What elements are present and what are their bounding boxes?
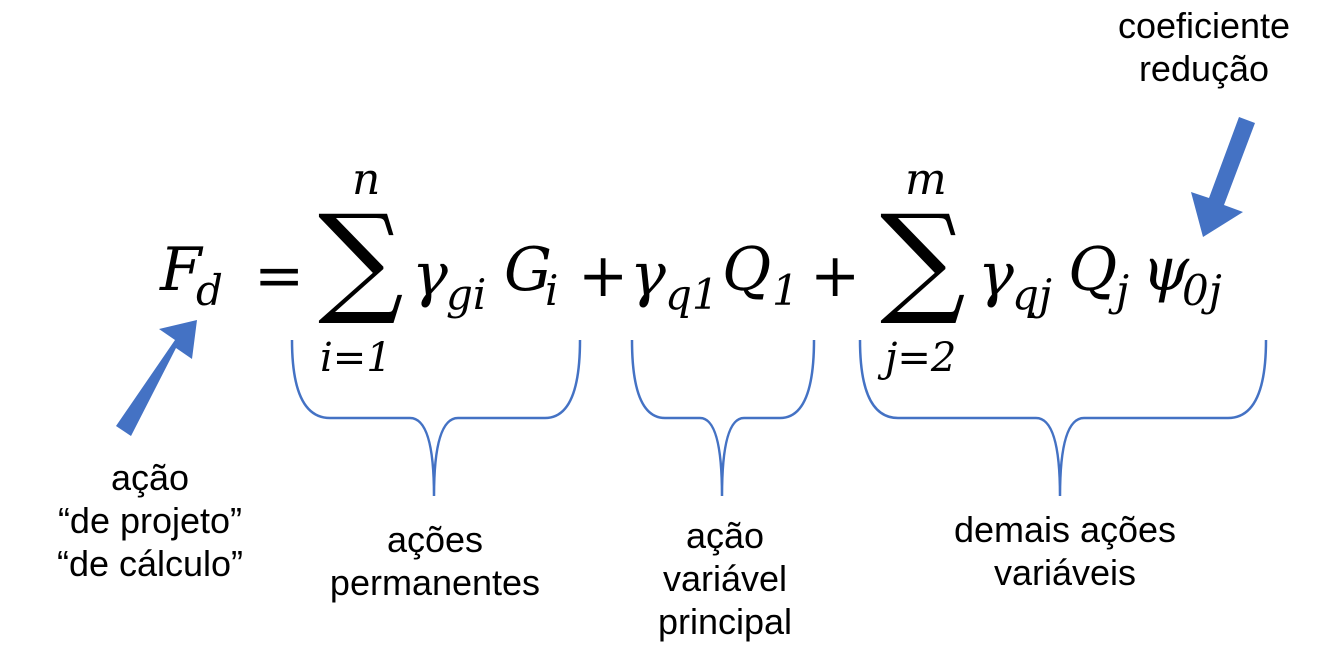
- sum2-sigma: ∑: [880, 190, 966, 329]
- gamma-g-symbol: γ: [412, 240, 448, 310]
- psi-symbol: ψ: [1142, 235, 1190, 305]
- label-permanent-actions: ações permanentes: [329, 519, 541, 603]
- gamma-qj-subscript: qj: [1012, 270, 1052, 319]
- psi-subscript: 0j: [1182, 266, 1222, 315]
- other-variable-load-subscript: j: [1116, 266, 1130, 315]
- sum2-upper-limit: m: [905, 154, 947, 205]
- sum1-upper-limit: n: [352, 154, 381, 205]
- force-symbol: F: [160, 235, 202, 305]
- label-design-action: ação “de projeto” “de cálculo”: [56, 457, 244, 584]
- equals-sign: =: [254, 241, 305, 311]
- brace-other-variable-actions: [858, 339, 1268, 497]
- sum1-lower-limit: i=1: [320, 335, 392, 381]
- label-reduction-coefficient: coeficiente redução: [1117, 5, 1291, 89]
- sum1-sigma: ∑: [318, 190, 404, 329]
- permanent-load-subscript: i: [545, 266, 559, 315]
- brace-permanent-actions: [290, 339, 582, 497]
- main-variable-load-symbol: Q: [722, 235, 772, 305]
- arrow-up-right-icon: [116, 320, 197, 436]
- gamma-g-subscript: gi: [446, 270, 487, 319]
- gamma-q1-symbol: γ: [630, 240, 666, 310]
- arrow-down-left-icon: [1191, 117, 1255, 237]
- plus-sign-1: +: [578, 241, 629, 311]
- gamma-qj-symbol: γ: [978, 240, 1014, 310]
- main-variable-load-subscript: 1: [772, 266, 799, 315]
- brace-main-variable-action: [630, 339, 816, 497]
- label-main-variable-action: ação variável principal: [657, 515, 793, 642]
- label-other-variable-actions: demais ações variáveis: [953, 509, 1177, 593]
- plus-sign-2: +: [810, 241, 861, 311]
- force-subscript: d: [196, 266, 223, 315]
- sum2-lower-limit: j=2: [885, 335, 957, 381]
- other-variable-load-symbol: Q: [1068, 235, 1118, 305]
- permanent-load-symbol: G: [504, 235, 552, 305]
- gamma-q1-subscript: q1: [665, 270, 719, 319]
